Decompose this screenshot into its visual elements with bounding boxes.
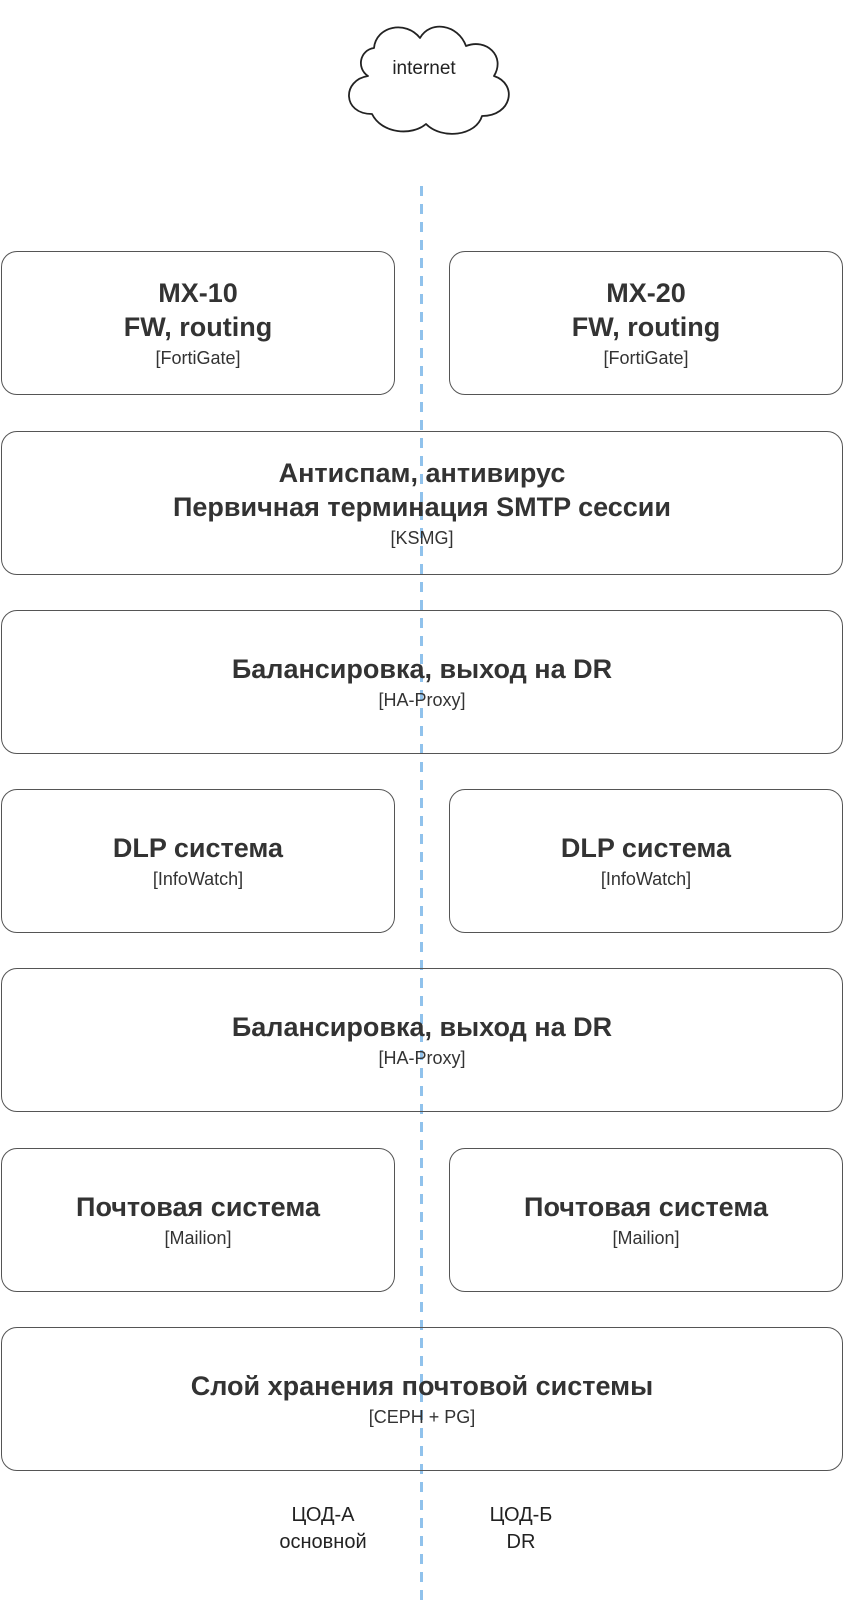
datacenter-divider [420,186,423,1600]
node-balancer-2[interactable]: Балансировка, выход на DR [HA-Proxy] [1,968,843,1112]
node-balancer-1-title: Балансировка, выход на DR [231,654,613,684]
node-dlp-a[interactable]: DLP система [InfoWatch] [1,789,395,933]
node-mx10[interactable]: MX-10 FW, routing [FortiGate] [1,251,395,395]
node-storage-title: Слой хранения почтовой системы [190,1371,654,1401]
node-mail-a[interactable]: Почтовая система [Mailion] [1,1148,395,1292]
internet-cloud: internet [326,10,522,140]
node-mx10-tech: [FortiGate] [155,348,241,368]
zone-b-name: ЦОД-Б [489,1504,553,1526]
node-storage[interactable]: Слой хранения почтовой системы [CEPH + P… [1,1327,843,1471]
zone-a-name: ЦОД-А [291,1504,355,1526]
node-balancer-2-title: Балансировка, выход на DR [231,1012,613,1042]
node-mail-b-title: Почтовая система [524,1192,768,1222]
cloud-icon [348,25,510,135]
node-balancer-1[interactable]: Балансировка, выход на DR [HA-Proxy] [1,610,843,754]
node-antispam-title: Антиспам, антивирус Первичная терминация… [172,458,671,522]
node-dlp-a-tech: [InfoWatch] [152,869,244,889]
node-mail-b-tech: [Mailion] [612,1228,680,1248]
node-dlp-b[interactable]: DLP система [InfoWatch] [449,789,843,933]
divider-line [420,186,423,1600]
zone-label-b: ЦОД-Б DR [458,1502,584,1556]
node-mx20[interactable]: MX-20 FW, routing [FortiGate] [449,251,843,395]
node-mail-a-title: Почтовая система [76,1192,320,1222]
zone-a-role: основной [279,1531,367,1553]
zone-b-role: DR [506,1531,536,1553]
node-dlp-a-title: DLP система [112,833,284,863]
node-antispam[interactable]: Антиспам, антивирус Первичная терминация… [1,431,843,575]
node-dlp-b-tech: [InfoWatch] [600,869,692,889]
node-antispam-tech: [KSMG] [390,528,454,548]
node-mx20-tech: [FortiGate] [603,348,689,368]
node-balancer-2-tech: [HA-Proxy] [378,1048,466,1068]
node-mx10-title: MX-10 FW, routing [123,278,273,342]
zone-label-a: ЦОД-А основной [260,1502,386,1556]
node-mx20-title: MX-20 FW, routing [571,278,721,342]
node-balancer-1-tech: [HA-Proxy] [378,690,466,710]
node-mail-a-tech: [Mailion] [164,1228,232,1248]
node-mail-b[interactable]: Почтовая система [Mailion] [449,1148,843,1292]
internet-label: internet [392,58,456,79]
node-storage-tech: [CEPH + PG] [368,1407,476,1427]
node-dlp-b-title: DLP система [560,833,732,863]
